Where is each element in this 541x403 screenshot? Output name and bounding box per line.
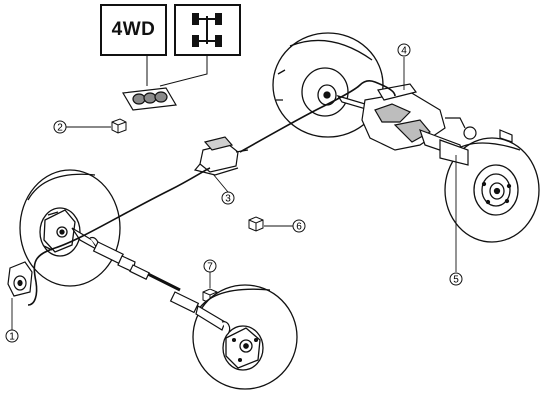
drivetrain-indicator-box xyxy=(174,4,241,56)
4wd-indicator-box: 4WD xyxy=(100,4,167,56)
callout-4-label: 4 xyxy=(401,46,407,57)
4wd-indicator-text: 4WD xyxy=(111,19,156,40)
callout-3-label: 3 xyxy=(225,194,231,205)
callout-7: 7 xyxy=(203,259,217,273)
callout-4: 4 xyxy=(397,43,411,57)
drivetrain-axle-icon xyxy=(192,13,222,47)
callout-5-label: 5 xyxy=(453,275,459,286)
callout-6-label: 6 xyxy=(296,222,302,233)
callout-7-label: 7 xyxy=(207,262,213,273)
callout-3: 3 xyxy=(221,191,235,205)
callout-6: 6 xyxy=(292,219,306,233)
callout-1-label: 1 xyxy=(9,332,15,343)
callout-5: 5 xyxy=(449,272,463,286)
callout-2-label: 2 xyxy=(57,123,63,134)
callout-2: 2 xyxy=(53,120,67,134)
callout-1: 1 xyxy=(5,329,19,343)
